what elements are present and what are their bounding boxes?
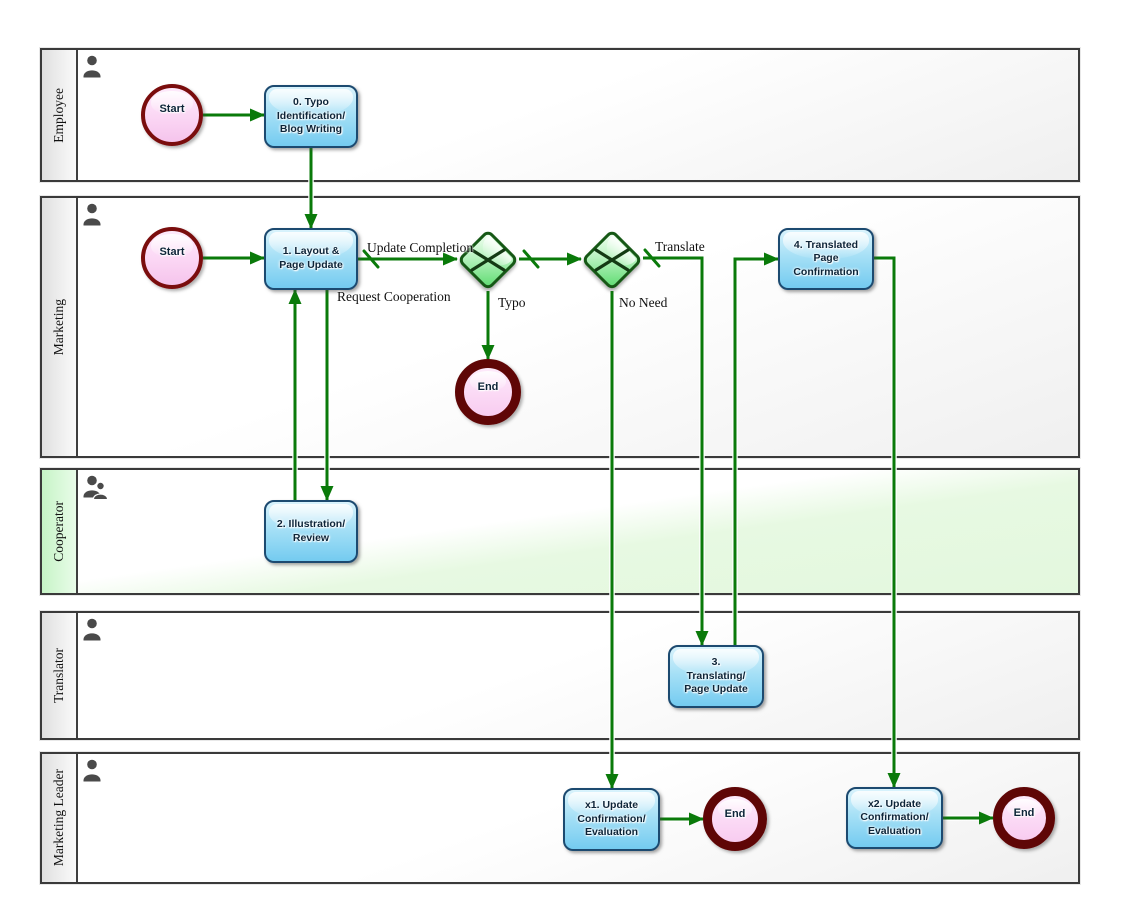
end-label: End [1013,806,1035,819]
flow-gateway2-to-task3-translate-outline [643,255,705,645]
lane-label-column-marketing-leader: Marketing Leader [42,754,78,882]
flow-task3-to-task4-outline [732,256,778,645]
end-label: End [724,807,746,820]
flow-task3-to-task4 [733,252,779,645]
lane-translator: Translator [40,611,1080,740]
lane-label-column-cooperator: Cooperator [42,470,78,593]
gateway-translate-check[interactable] [580,228,644,292]
task-label: 2. Illustration/ Review [276,517,346,544]
lane-body-marketing [78,198,1078,456]
start-event-marketing[interactable]: Start [141,227,203,289]
start-event-employee[interactable]: Start [141,84,203,146]
task-0-typo-identification-blog-writing[interactable]: 0. Typo Identification/ Blog Writing [264,85,358,148]
lane-label-column-employee: Employee [42,50,78,180]
lane-body-translator [78,613,1078,738]
task-label: 3. Translating/ Page Update [684,656,748,696]
gateway-update-check[interactable] [456,228,520,292]
flow-gateway1-to-end-typo-label: Typo [498,295,526,310]
task-x2-update-confirmation-evaluation[interactable]: x2. Update Confirmation/ Evaluation [846,787,943,849]
gateway-x-marker-icon [470,248,506,272]
lane-cooperator: Cooperator [40,468,1080,595]
flow-gateway2-to-task3-translate [643,256,709,646]
lane-label-column-translator: Translator [42,613,78,738]
task-label: x1. Update Confirmation/ Evaluation [577,799,646,839]
person-icon [82,617,106,643]
task-4-translated-page-confirmation[interactable]: 4. Translated Page Confirmation [778,228,874,290]
start-label: Start [159,245,185,258]
end-event-x2[interactable]: End [993,787,1055,849]
task-x1-update-confirmation-evaluation[interactable]: x1. Update Confirmation/ Evaluation [563,788,660,851]
person-icon [82,54,106,80]
task-2-illustration-review[interactable]: 2. Illustration/ Review [264,500,358,563]
task-label: 1. Layout & Page Update [279,245,343,271]
flow-task1-to-task2-request-label: Request Cooperation [337,289,451,304]
flow-gateway2-to-taskx1-no-need-label: No Need [619,295,668,310]
flow-task4-to-taskx2-outline [874,255,897,787]
lane-employee: Employee [40,48,1080,182]
person-icon [82,202,106,228]
flow-gateway2-to-task3-translate-default-flow-slash-icon [643,248,661,268]
person-icon [82,758,106,784]
task-label: 4. Translated Page Confirmation [793,238,859,278]
task-1-layout-page-update[interactable]: 1. Layout & Page Update [264,228,358,290]
people-icon [82,474,108,501]
flow-gateway2-to-task3-translate-label: Translate [655,239,705,254]
flow-task4-to-taskx2 [874,256,901,788]
gateway-x-marker-icon [594,248,630,272]
end-label: End [477,380,499,393]
task-3-translating-page-update[interactable]: 3. Translating/ Page Update [668,645,764,708]
flow-task1-to-gateway1-default-flow-slash-icon [362,249,380,269]
lane-label-column-marketing: Marketing [42,198,78,456]
lane-marketing: Marketing [40,196,1080,458]
end-event-x1[interactable]: End [703,787,767,851]
flow-task1-to-gateway1-label: Update Completion [367,240,474,255]
task-label: x2. Update Confirmation/ Evaluation [860,797,929,837]
start-label: Start [159,102,185,115]
end-event-marketing[interactable]: End [455,359,521,425]
flow-gateway1-to-gateway2-default-flow-slash-icon [522,249,540,269]
task-label: 0. Typo Identification/ Blog Writing [276,96,346,136]
lane-body-cooperator [78,470,1078,593]
